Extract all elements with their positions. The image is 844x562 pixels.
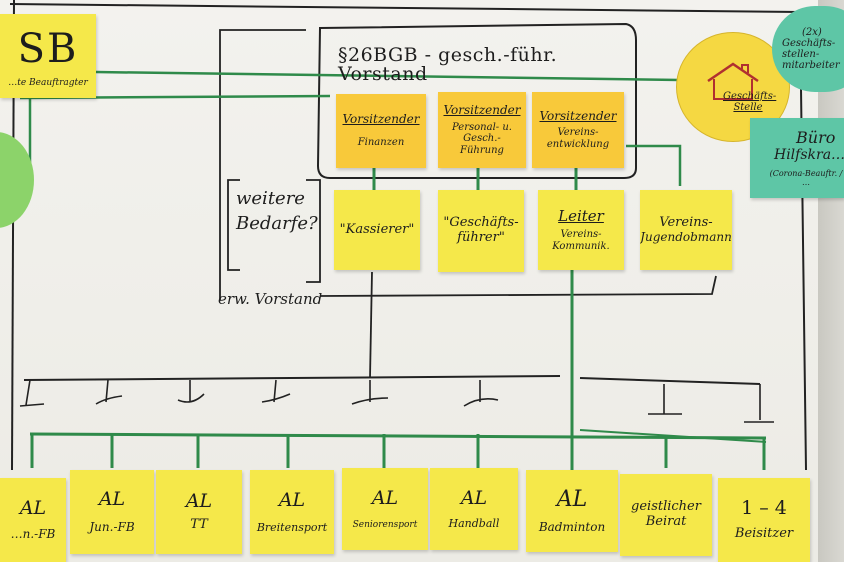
erw-gf-line2: führer" <box>457 230 505 245</box>
vorstand-3-sub: Vereins-entwicklung <box>546 127 610 150</box>
sb-sub: …te Beauftragter <box>8 78 88 88</box>
al-5-bottom: Seniorensport <box>352 519 418 530</box>
al-6-bottom: Handball <box>448 516 500 530</box>
sb-label: SB <box>17 26 79 72</box>
al-4-bottom: Breitensport <box>256 520 328 534</box>
al-8-top: geistlicher <box>631 499 701 515</box>
al-note-5: AL Seniorensport <box>342 468 428 550</box>
al-1-top: AL <box>19 497 47 520</box>
vorstand-note-1: Vorsitzender Finanzen <box>336 94 426 168</box>
sb-note: SB …te Beauftragter <box>0 14 96 98</box>
geschaeftsstelle-label: Geschäfts-Stelle <box>723 91 777 113</box>
vorstand-1-title: Vorsitzender <box>342 112 420 127</box>
al-note-1: AL …n.-FB <box>0 478 66 562</box>
erw-leiter-line1: Leiter <box>558 206 604 225</box>
buero-sub: Hilfskra… <box>774 146 844 163</box>
al-5-top: AL <box>371 486 399 509</box>
geschaeftsstelle-mitarbeiter: (2x) Geschäfts-stellen-mitarbeiter <box>772 6 844 92</box>
erw-note-geschaeftsfuehrer: "Geschäfts- führer" <box>438 190 524 272</box>
al-note-2: AL Jun.-FB <box>70 470 154 554</box>
erw-kassierer-line1: "Kassierer" <box>339 221 415 237</box>
al-9-bottom: Beisitzer <box>734 526 794 542</box>
erw-note-leiter: Leiter Vereins-Kommunik. <box>538 190 624 270</box>
al-7-bottom: Badminton <box>538 519 606 534</box>
vorstand-1-sub: Finanzen <box>357 137 405 149</box>
al-4-top: AL <box>278 488 306 511</box>
vorstand-2-sub: Personal- u. Gesch.-Führung <box>452 121 512 156</box>
buero-title: Büro <box>796 127 836 147</box>
weitere-bedarfe: weitere Bedarfe? <box>236 188 318 235</box>
mitarbeiter-sub: Geschäfts-stellen-mitarbeiter <box>782 38 840 71</box>
al-7-top: AL <box>556 487 588 513</box>
mitarbeiter-count: (2x) <box>802 27 822 38</box>
erw-jugend-line1: Vereins- <box>659 214 713 230</box>
al-9-top: 1 – 4 <box>741 496 787 519</box>
erw-jugend-line2: Jugendobmann <box>640 229 732 244</box>
vorstand-title: §26BGB - gesch.-führ. Vorstand <box>338 44 558 85</box>
vorstand-3-title: Vorsitzender <box>539 108 617 123</box>
al-6-top: AL <box>460 486 488 509</box>
al-note-9: 1 – 4 Beisitzer <box>718 478 810 562</box>
erw-note-kassierer: "Kassierer" <box>334 190 420 270</box>
buero-note: (Corona-Beauftr. / … <box>769 169 843 188</box>
erw-leiter-line2: Vereins-Kommunik. <box>552 229 610 252</box>
al-8-bottom: Beirat <box>645 514 687 529</box>
erw-vorstand-label: erw. Vorstand <box>218 290 323 308</box>
house-icon <box>707 62 759 100</box>
al-1-bottom: …n.-FB <box>10 527 56 542</box>
erw-note-jugendobmann: Vereins- Jugendobmann <box>640 190 732 270</box>
al-3-bottom: TT <box>190 517 208 533</box>
vorstand-note-3: Vorsitzender Vereins-entwicklung <box>532 92 624 168</box>
al-2-bottom: Jun.-FB <box>89 520 135 535</box>
al-note-6: AL Handball <box>430 468 518 550</box>
al-note-8: geistlicher Beirat <box>620 474 712 556</box>
al-2-top: AL <box>98 488 126 511</box>
al-3-top: AL <box>185 489 213 512</box>
al-note-7: AL Badminton <box>526 470 618 552</box>
al-note-4: AL Breitensport <box>250 470 334 554</box>
vorstand-note-2: Vorsitzender Personal- u. Gesch.-Führung <box>438 92 526 168</box>
erw-gf-line1: "Geschäfts- <box>443 215 519 231</box>
al-note-3: AL TT <box>156 470 242 554</box>
buero-card: Büro Hilfskra… (Corona-Beauftr. / … <box>750 118 844 198</box>
vorstand-2-title: Vorsitzender <box>443 102 521 117</box>
board-edge <box>818 0 844 562</box>
